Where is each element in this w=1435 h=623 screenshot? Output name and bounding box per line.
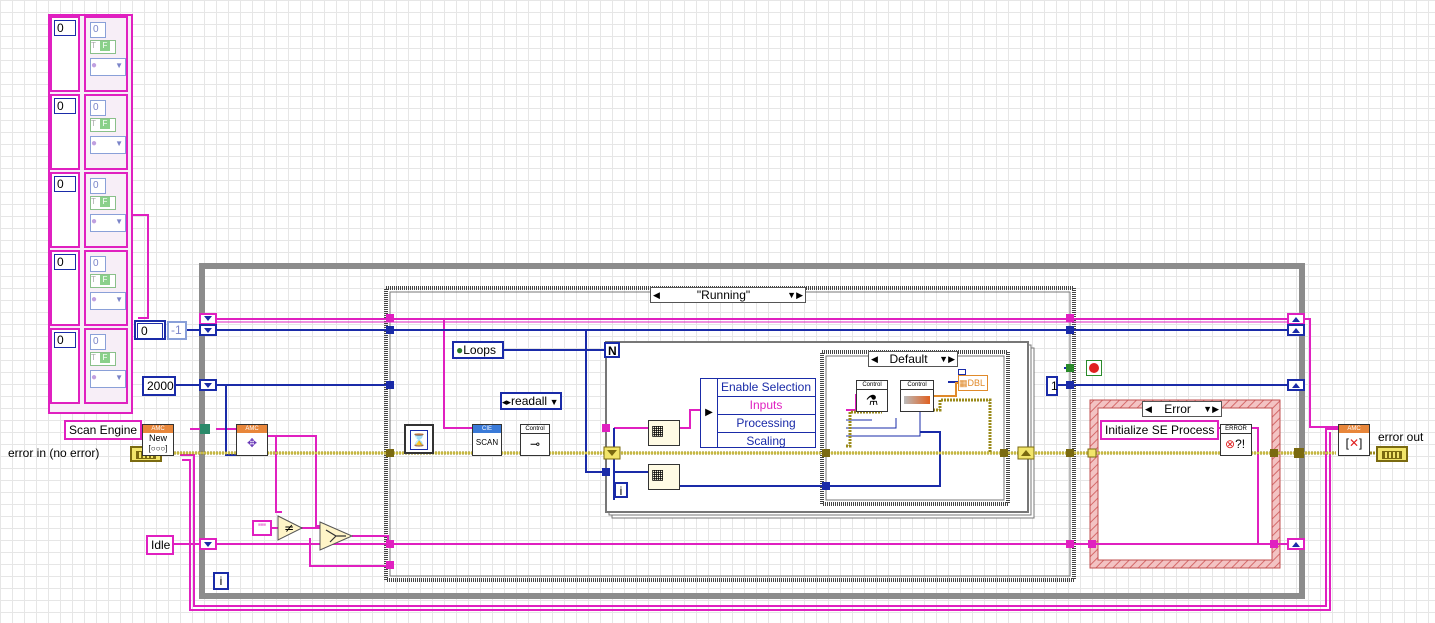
array-element-index[interactable]: 0 (50, 250, 80, 326)
numeric-control[interactable]: 0 (90, 178, 106, 194)
unbundle-field[interactable]: Scaling (746, 434, 786, 448)
index-array-node-top[interactable]: ▦ (648, 420, 680, 446)
stop-tunnel (1066, 364, 1074, 372)
numeric-control[interactable]: 0 (90, 22, 106, 38)
control-read-subvi[interactable]: Control ⊸ (520, 424, 550, 456)
case-selector-error[interactable]: ◀ Error ▼▶ (1142, 401, 1222, 417)
error-out-label: error out (1378, 430, 1424, 444)
index-array-node-bottom[interactable]: ▦ (648, 464, 680, 490)
error-out-terminal[interactable] (1376, 446, 1408, 462)
unbundle-field[interactable]: Processing (717, 415, 815, 433)
array-element-index[interactable]: 0 (50, 172, 80, 248)
unbundle-field[interactable]: Inputs (717, 397, 815, 415)
wire-array-to-index (132, 214, 149, 319)
error-handler-subvi[interactable]: ERROR ⊗?! (1220, 424, 1252, 456)
unbundle-field[interactable]: Enable Selection (717, 379, 815, 397)
empty-string-constant[interactable]: "" (252, 520, 272, 536)
one-constant[interactable]: 1 (1046, 376, 1058, 396)
timeout-constant[interactable]: 2000 (142, 376, 176, 396)
control-process-subvi[interactable]: Control ⚗ (856, 380, 888, 412)
dbl-indicator-handle (958, 369, 966, 375)
amc-new-subvi[interactable]: AMC New [○○○] (142, 424, 174, 456)
wait-ms-subvi[interactable]: ⌛ (404, 424, 434, 454)
amc-release-subvi[interactable]: AMC [✕] (1338, 424, 1370, 456)
control-scale-subvi[interactable]: Control (900, 380, 934, 412)
while-loop-iteration-terminal: i (213, 572, 229, 590)
case-selector-inner[interactable]: ◀ Default ▼▶ (868, 351, 958, 367)
ring-control[interactable]: ●▼ (90, 292, 126, 310)
array-element-index[interactable]: 0 (50, 94, 80, 170)
readall-enum-constant[interactable]: ◂▸readall ▼ (500, 392, 562, 410)
neg-one-constant[interactable]: -1 (167, 321, 187, 340)
init-se-process-constant[interactable]: Initialize SE Process (1100, 420, 1220, 440)
cie-scan-subvi[interactable]: CIE SCAN (472, 424, 502, 456)
for-loop-count-terminal: N (604, 342, 620, 358)
error-in-label: error in (no error) (8, 446, 100, 460)
ring-control[interactable]: ●▼ (90, 58, 126, 76)
array-element-index[interactable]: 0 (50, 328, 80, 404)
numeric-control[interactable]: 0 (90, 334, 106, 350)
dbl-indicator[interactable]: ▦DBL (958, 375, 988, 391)
svg-text:≠: ≠ (284, 521, 294, 535)
for-loop-iteration-terminal: i (614, 482, 628, 498)
ring-control[interactable]: ●▼ (90, 214, 126, 232)
scan-engine-constant[interactable]: Scan Engine (64, 420, 143, 440)
array-index-constant[interactable]: 0 (134, 320, 166, 340)
case-selector-main[interactable]: ◀ "Running" ▼▶ (650, 287, 806, 303)
idle-constant[interactable]: Idle (146, 535, 174, 555)
numeric-control[interactable]: 0 (90, 100, 106, 116)
array-element-index[interactable]: 0 (50, 16, 80, 92)
amc-dequeue-subvi[interactable]: AMC ✥ (236, 424, 268, 456)
ring-control[interactable]: ●▼ (90, 370, 126, 388)
loops-property-node[interactable]: ●Loops (452, 341, 504, 359)
ring-control[interactable]: ●▼ (90, 136, 126, 154)
numeric-control[interactable]: 0 (90, 256, 106, 272)
stop-terminal[interactable] (1086, 360, 1102, 376)
not-equal-primitive[interactable] (277, 515, 304, 541)
